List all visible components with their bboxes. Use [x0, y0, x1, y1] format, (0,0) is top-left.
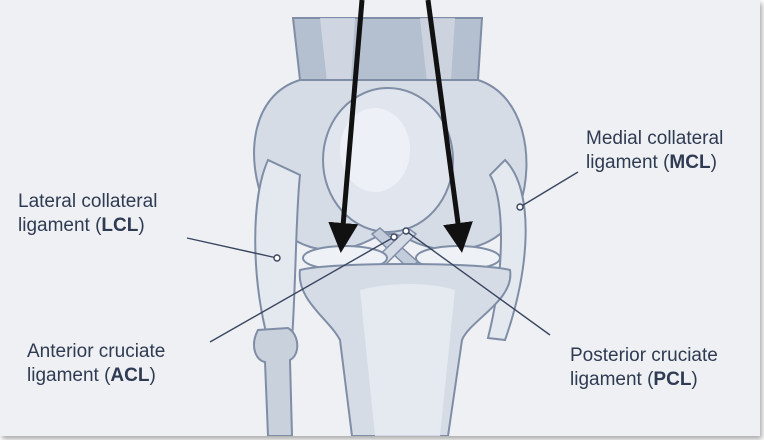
acl-label: Anterior cruciate ligament (ACL) — [27, 340, 165, 388]
pcl-label: Posterior cruciate ligament (PCL) — [570, 344, 718, 392]
pcl-label-line2: ligament (PCL) — [570, 368, 718, 392]
lcl-label: Lateral collateral ligament (LCL) — [18, 190, 157, 238]
acl-label-line1: Anterior cruciate — [27, 340, 165, 364]
lcl-label-line1: Lateral collateral — [18, 190, 157, 214]
fibula — [254, 328, 297, 436]
pcl-leader-dot — [403, 228, 409, 234]
mcl-label: Medial collateral ligament (MCL) — [586, 127, 723, 175]
acl-leader-dot — [391, 234, 397, 240]
tibia-highlight — [360, 284, 455, 436]
lcl-label-line2: ligament (LCL) — [18, 214, 157, 238]
mcl-leader-line — [520, 172, 578, 207]
mcl-label-line1: Medial collateral — [586, 127, 723, 151]
acl-label-line2: ligament (ACL) — [27, 364, 165, 388]
pcl-label-line1: Posterior cruciate — [570, 344, 718, 368]
mcl-leader-dot — [517, 204, 523, 210]
lcl-leader-dot — [274, 255, 280, 261]
mcl-label-line2: ligament (MCL) — [586, 151, 723, 175]
